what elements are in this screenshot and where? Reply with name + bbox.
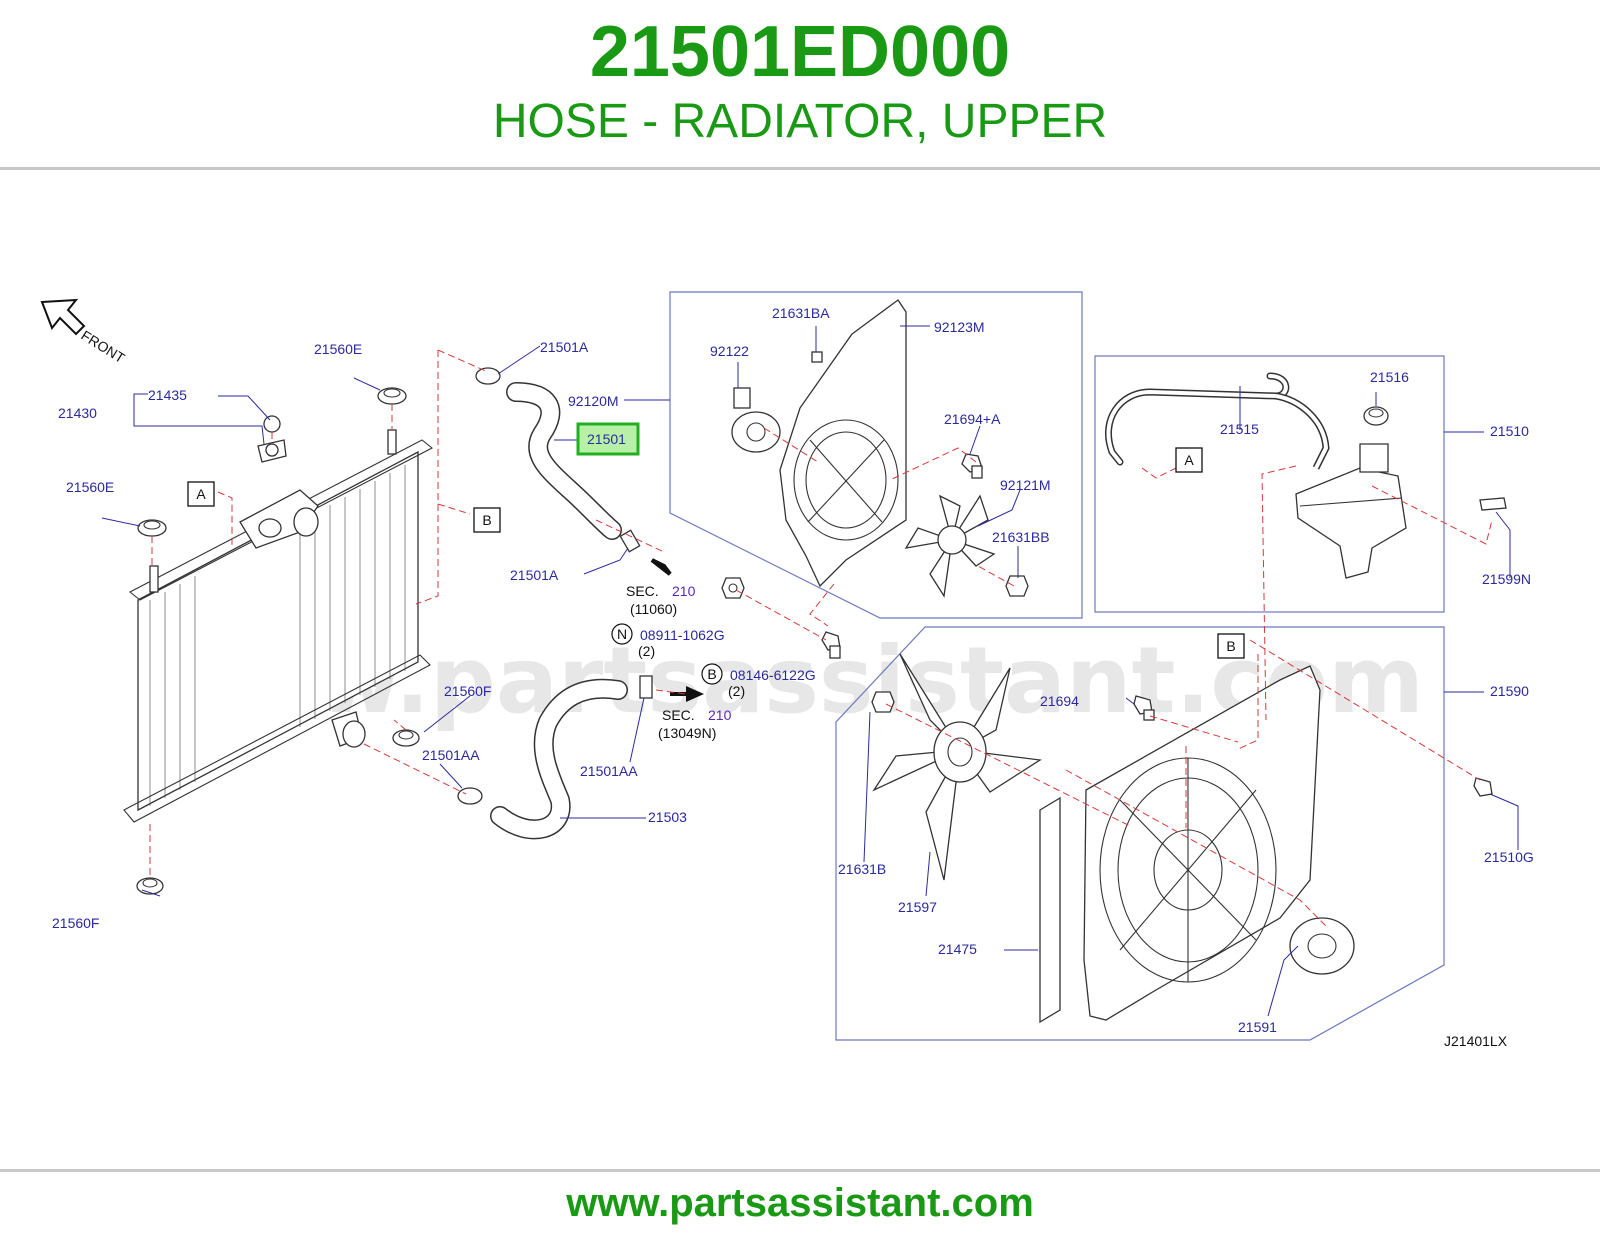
callout-21694-a: 21694+A — [944, 411, 1001, 427]
b-circle-mark: B — [701, 663, 723, 685]
bolt-21694-icon — [1133, 695, 1155, 721]
nut-21631b-icon — [871, 691, 895, 713]
qty-08146: (2) — [728, 683, 745, 699]
drawing-code: J21401LX — [1444, 1033, 1508, 1049]
sec2-code: (13049N) — [658, 725, 716, 741]
clamp-21501aa-left-icon — [457, 787, 483, 805]
fan-motor-92122-icon — [731, 387, 781, 453]
callout-92122: 92122 — [710, 343, 749, 359]
sec2-label: SEC. — [662, 707, 695, 723]
sec1-number: 210 — [672, 583, 696, 599]
callout-08146-6122g: 08146-6122G — [730, 667, 816, 683]
reservoir-tank-21510-icon — [1295, 443, 1407, 579]
highlighted-part-box — [576, 422, 640, 456]
parts-diagram: www.partsassistant.com FRONT — [0, 170, 1600, 1170]
svg-text:A: A — [196, 486, 206, 502]
callout-21475: 21475 — [938, 941, 977, 957]
header-divider — [0, 167, 1600, 170]
callout-21560f-bottom: 21560F — [52, 915, 99, 931]
fan-motor-21591-icon — [1289, 917, 1355, 975]
svg-text:N: N — [617, 626, 627, 642]
callout-21631bb: 21631BB — [992, 529, 1050, 545]
radiator-core — [123, 429, 434, 823]
fan-blade-21597-icon — [872, 653, 1042, 881]
front-label: FRONT — [78, 327, 128, 366]
callout-21501aa-left: 21501AA — [422, 747, 480, 763]
nut-08911-icon — [721, 577, 745, 599]
qty-08911: (2) — [638, 643, 655, 659]
callout-21515: 21515 — [1220, 421, 1259, 437]
callout-21560e-left: 21560E — [66, 479, 114, 495]
clip-21631ba-icon — [811, 351, 823, 363]
callout-21694: 21694 — [1040, 693, 1079, 709]
callout-21430: 21430 — [58, 405, 97, 421]
callout-21599n: 21599N — [1482, 571, 1531, 587]
grommet-21560f-mid-icon — [392, 729, 420, 747]
svg-text:B: B — [707, 666, 716, 682]
callout-21590: 21590 — [1490, 683, 1529, 699]
reservoir-cap-21516-icon — [1363, 406, 1389, 426]
callout-21435: 21435 — [148, 387, 187, 403]
ref-box-a2: A — [1175, 447, 1203, 473]
grommet-21560e-left-icon — [137, 519, 167, 537]
parts-diagram-svg: www.partsassistant.com FRONT — [40, 291, 1534, 1049]
cap-seal-icon — [263, 415, 281, 433]
callout-21560e-top: 21560E — [314, 341, 362, 357]
bolt-21510g-icon — [1473, 777, 1493, 797]
clamp-21501a-bottom-icon — [619, 529, 641, 553]
fan-blade-92121m-icon — [904, 494, 996, 598]
callout-21510g: 21510G — [1484, 849, 1534, 865]
reservoir-group-box — [1094, 355, 1445, 613]
label-21599n-icon — [1479, 497, 1507, 511]
svg-text:B: B — [482, 512, 491, 528]
n-circle-mark: N — [611, 623, 633, 645]
callout-21501a-top: 21501A — [540, 339, 589, 355]
clamp-21501aa-mid-icon — [639, 675, 653, 699]
ref-box-b2: B — [1217, 633, 1245, 659]
callout-leader-lines — [101, 325, 1519, 1017]
nut-21631bb-icon — [1005, 575, 1029, 597]
grommet-21560f-bottom-icon — [136, 877, 164, 895]
bolt-08146-icon — [821, 631, 841, 659]
fan-motor-group-box — [669, 291, 1083, 619]
ref-box-a1: A — [187, 481, 215, 507]
callout-21510: 21510 — [1490, 423, 1529, 439]
callout-21501a-bottom: 21501A — [510, 567, 559, 583]
footer-divider — [0, 1169, 1600, 1172]
callout-08911-1062g: 08911-1062G — [640, 627, 725, 643]
footer-website-link[interactable]: www.partsassistant.com — [566, 1181, 1034, 1225]
ref-box-b1: B — [473, 507, 501, 533]
callout-21597: 21597 — [898, 899, 937, 915]
clamp-21501a-top-icon — [475, 367, 501, 385]
callout-21503: 21503 — [648, 809, 687, 825]
radiator-cap-icon — [257, 439, 287, 463]
callout-92120m: 92120M — [568, 393, 619, 409]
page-header: 21501ED000 HOSE - RADIATOR, UPPER — [0, 0, 1600, 168]
condenser-21475-icon — [1039, 796, 1061, 1024]
svg-text:A: A — [1184, 452, 1194, 468]
callout-21631b: 21631B — [838, 861, 886, 877]
callout-21501aa-mid: 21501AA — [580, 763, 638, 779]
callout-21501-highlighted: 21501 — [587, 431, 626, 447]
fan-shroud-92123m-icon — [779, 299, 907, 588]
fan-shroud-group-box — [835, 626, 1445, 1041]
callout-21631ba: 21631BA — [772, 305, 830, 321]
bolt-21694a-icon — [961, 453, 983, 479]
callout-21560f-mid: 21560F — [444, 683, 491, 699]
assembly-dash-lines — [149, 349, 1493, 927]
sec1-code: (11060) — [630, 601, 677, 617]
svg-text:B: B — [1226, 638, 1235, 654]
grommet-21560e-top-icon — [377, 387, 407, 405]
sec1-label: SEC. — [626, 583, 659, 599]
part-description: HOSE - RADIATOR, UPPER — [492, 95, 1108, 148]
callout-21516: 21516 — [1370, 369, 1409, 385]
fan-shroud-21590-icon — [1083, 665, 1321, 1021]
callout-92123m: 92123M — [934, 319, 985, 335]
callout-92121m: 92121M — [1000, 477, 1051, 493]
part-number-title: 21501ED000 — [589, 12, 1011, 92]
callout-21591: 21591 — [1238, 1019, 1277, 1035]
sec2-number: 210 — [708, 707, 732, 723]
front-arrow-icon — [40, 298, 86, 336]
sec-arrow-2-icon — [686, 686, 704, 702]
